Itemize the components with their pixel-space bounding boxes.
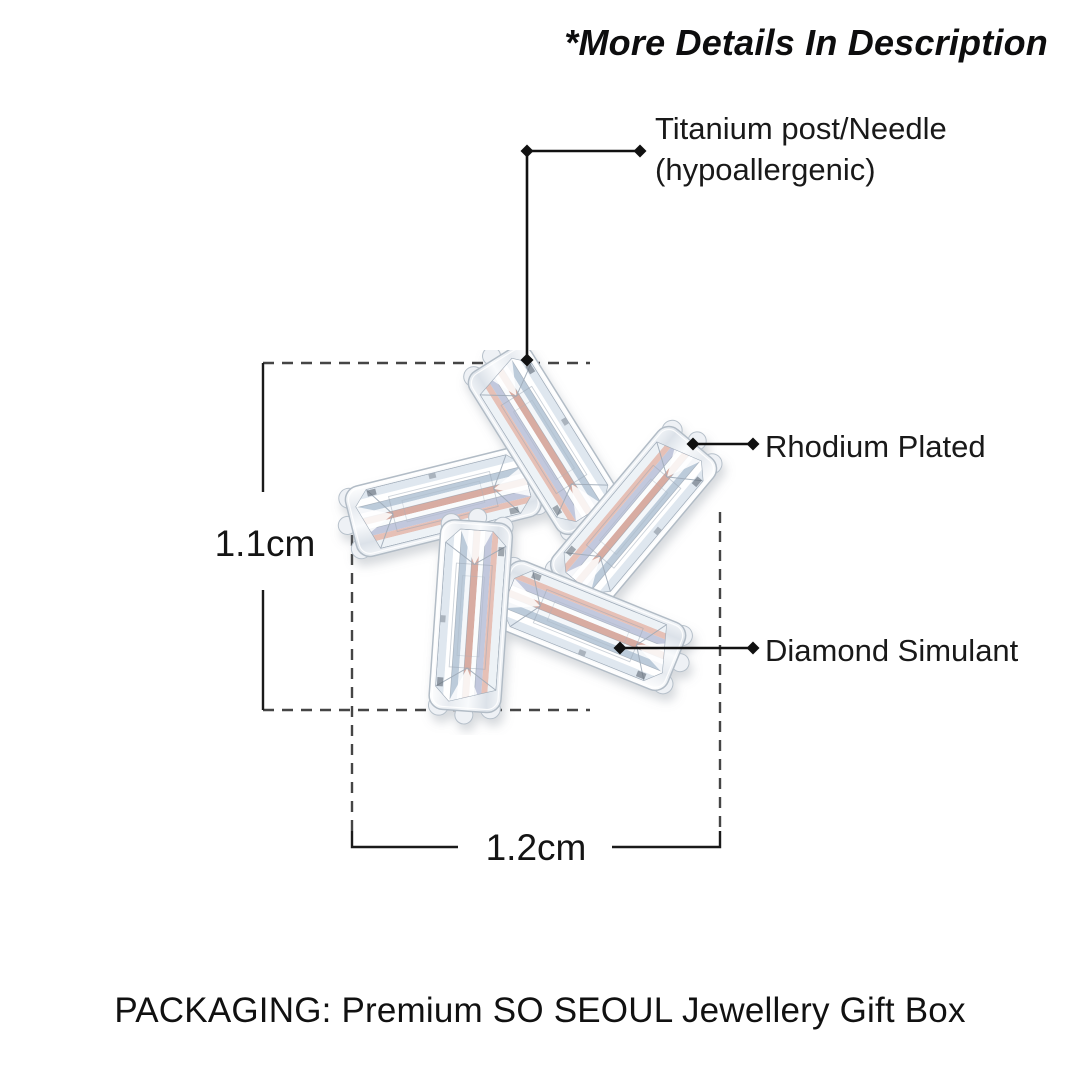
diamond-simulant-label: Diamond Simulant bbox=[765, 633, 1019, 668]
connector-dots bbox=[520, 144, 760, 655]
height-dimension-label: 1.1cm bbox=[214, 523, 316, 564]
width-dim-line-right bbox=[612, 831, 722, 849]
titanium-post-label: Titanium post/Needle (hypoallergenic) bbox=[655, 108, 947, 190]
width-dim-line-left bbox=[350, 831, 458, 849]
width-guide-box bbox=[350, 512, 722, 832]
diamond-marker-icon bbox=[633, 144, 647, 158]
rhodium-plated-label: Rhodium Plated bbox=[765, 429, 986, 464]
diamond-marker-icon bbox=[746, 437, 760, 451]
packaging-text: PACKAGING: Premium SO SEOUL Jewellery Gi… bbox=[114, 991, 966, 1030]
titanium-post-label-line1: Titanium post/Needle bbox=[655, 111, 947, 146]
diamond-marker-icon bbox=[520, 353, 534, 367]
titanium-connector-line bbox=[525, 149, 640, 360]
width-dimension-label: 1.2cm bbox=[485, 827, 587, 868]
more-details-note: *More Details In Description bbox=[564, 22, 1048, 63]
diamond-marker-icon bbox=[686, 437, 700, 451]
diamond-marker-icon bbox=[746, 641, 760, 655]
diamond-marker-icon bbox=[613, 641, 627, 655]
titanium-post-label-line2: (hypoallergenic) bbox=[655, 152, 876, 187]
diamond-marker-icon bbox=[520, 144, 534, 158]
dimension-lines bbox=[261, 363, 722, 849]
